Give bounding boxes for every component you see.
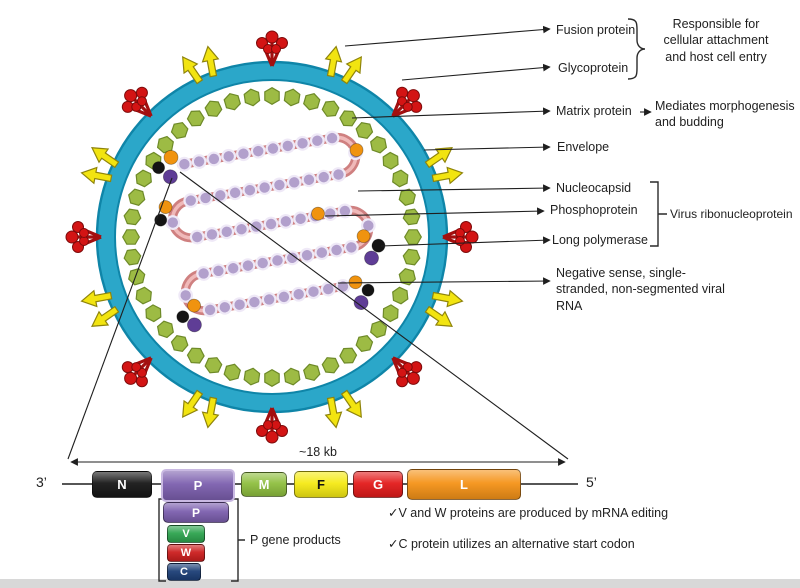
phosphoprotein-dot <box>349 143 364 157</box>
fusion-callout-line <box>344 25 551 47</box>
glycoprotein-label: Glycoprotein <box>558 61 629 75</box>
matrix-protein-label: Matrix protein <box>556 104 632 118</box>
p-products-right-bracket <box>231 498 245 582</box>
envelope-callout-line <box>423 143 551 152</box>
genome-funnel-right-line <box>179 171 569 460</box>
mrna-editing-note: ✓V and W proteins are produced by mRNA e… <box>388 506 669 520</box>
glycoprotein-spike-icon <box>391 86 423 118</box>
fusion-protein-spike-icon <box>182 45 220 85</box>
p-gene-products-title: P gene products <box>250 533 341 547</box>
bottom-border-strip <box>0 579 800 588</box>
nucleocapsid-label: Nucleocapsid <box>556 181 632 195</box>
terminal-bead <box>187 317 202 333</box>
gene-box-g: G <box>353 471 403 498</box>
terminal-bead <box>162 169 178 185</box>
fusion-protein-spike-icon <box>424 147 464 185</box>
phosphoprotein-dot <box>187 298 201 313</box>
p-product-box-w: W <box>167 544 205 562</box>
attachment-brace <box>627 18 646 80</box>
gene-box-n: N <box>92 471 152 498</box>
glycoprotein-spike-icon <box>65 221 102 253</box>
envelope-label: Envelope <box>557 140 610 154</box>
phosphoprotein-callout-line <box>324 207 545 217</box>
fusion-protein-spike-icon <box>424 289 464 327</box>
attachment-note: Responsible for cellular attachment and … <box>663 17 769 64</box>
rnp-bracket <box>650 181 667 247</box>
phosphoprotein-label: Phosphoprotein <box>550 203 638 217</box>
nucleocapsid-callout-line <box>357 184 551 192</box>
polymerase-dot <box>176 310 190 324</box>
fusion-protein-spike-icon <box>80 147 120 185</box>
rnp-note: Virus ribonucleoprotein <box>670 207 793 221</box>
fusion-protein-spike-icon <box>324 45 362 85</box>
matrix-note: Mediates morphogenesis and budding <box>655 99 795 130</box>
glycoprotein-spike-icon <box>121 356 153 388</box>
polymerase-dot <box>371 238 386 253</box>
genome-funnel-left-line <box>67 177 173 460</box>
polymerase-dot <box>152 161 165 175</box>
fusion-protein-spike-icon <box>182 389 220 429</box>
gene-box-l: L <box>407 469 521 500</box>
terminal-bead <box>364 250 379 266</box>
genome-3prime-label: 3’ <box>36 474 47 490</box>
gene-box-m: M <box>241 472 287 497</box>
phosphoprotein-dot <box>311 206 325 221</box>
rna-note: Negative sense, single-stranded, non-seg… <box>556 266 725 313</box>
polymerase-callout-line <box>380 236 551 247</box>
fusion-protein-spike-icon <box>324 389 362 429</box>
matrix-callout-line <box>351 107 551 119</box>
rna-callout-line <box>337 277 551 285</box>
envelope-inner-edge <box>114 79 430 395</box>
matrix-protein-ring <box>122 87 422 387</box>
fusion-protein-spike-icon <box>80 289 120 327</box>
gene-box-p: P <box>161 469 235 502</box>
glycoprotein-spike-icon <box>121 86 153 118</box>
start-codon-note: ✓C protein utilizes an alternative start… <box>388 537 635 551</box>
glycoprotein-spike-icon <box>256 407 288 444</box>
p-product-box-v: V <box>167 525 205 543</box>
glycoprotein-spike-icon <box>391 356 423 388</box>
gene-box-f: F <box>294 471 348 498</box>
terminal-bead <box>353 295 369 310</box>
p-product-box-p: P <box>163 502 229 523</box>
genome-5prime-label: 5’ <box>586 474 597 490</box>
fusion-protein-label: Fusion protein <box>556 23 636 37</box>
glycoprotein-callout-line <box>401 63 551 81</box>
envelope-ring <box>97 62 447 412</box>
polymerase-dot <box>361 283 375 297</box>
phosphoprotein-dot <box>163 149 179 165</box>
glycoprotein-spike-icon <box>256 30 288 67</box>
long-polymerase-label: Long polymerase <box>552 233 648 247</box>
genome-size-label: ~18 kb <box>299 445 337 459</box>
phosphoprotein-dot <box>356 229 371 244</box>
p-product-box-c: C <box>167 563 201 581</box>
